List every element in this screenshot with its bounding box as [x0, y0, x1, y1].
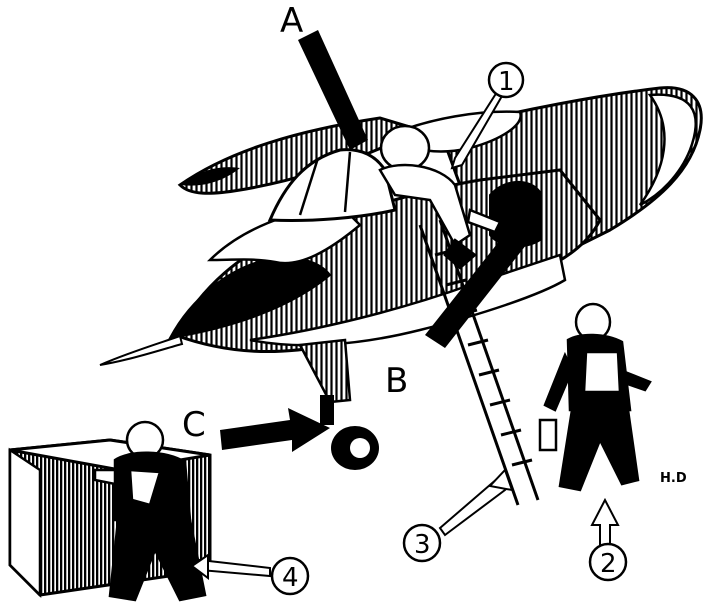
jet-pitot-probe	[100, 336, 182, 365]
label-4: 4	[282, 563, 299, 593]
label-3: 3	[414, 530, 431, 560]
label-b: B	[385, 361, 408, 401]
label-c: C	[182, 405, 206, 445]
artist-signature: H.D	[660, 471, 687, 486]
crewman-standing	[540, 304, 650, 490]
pilot-helmet	[381, 126, 429, 170]
pointer-arrow-c	[220, 408, 330, 452]
label-2: 2	[600, 549, 617, 579]
callout-arrow-2	[592, 500, 618, 545]
label-1: 1	[498, 67, 515, 97]
label-a: A	[280, 1, 303, 41]
callout-arrow-4	[200, 560, 270, 576]
nose-landing-gear	[300, 340, 379, 470]
